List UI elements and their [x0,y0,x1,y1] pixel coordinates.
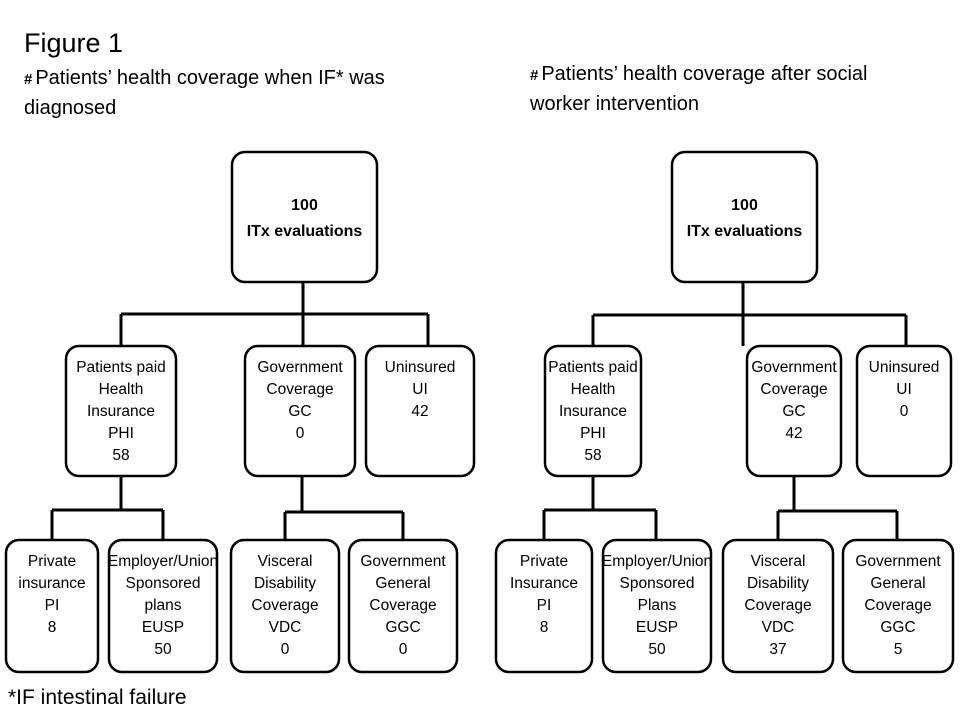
right-ggc-node-box [841,538,955,674]
left-ggc-node-box [347,538,459,674]
left-gc-node-text-line: Coverage [266,381,333,398]
right-vdc-node-text-line: Coverage [744,597,811,614]
right-ui-node-box [855,344,953,478]
right-gc-node-text-line: Government [751,359,837,376]
right-vdc-node-box [721,538,835,674]
right-subtitle-line-1: Patients’ health coverage after social [541,63,868,85]
left-eusp-node-text-line: Sponsored [126,575,201,592]
right-pi-node-text-line: Private [520,553,568,570]
left-gc-node-text-line: 0 [296,425,305,442]
right-gc-node-text-line: 42 [785,425,802,442]
right-eusp-node-text-line: 50 [648,641,666,658]
left-vdc-node-text-line: VDC [269,619,302,636]
left-vdc-node-text-line: Disability [254,575,316,592]
right-ui-node-text-line: Uninsured [869,359,940,376]
left-ui-node-box [364,344,476,478]
left-pi-node-text-line: 8 [48,619,57,636]
right-vdc-node-text-line: Disability [747,575,809,592]
right-eusp-node-box [601,538,713,674]
left-ggc-node-text-line: 0 [399,641,408,658]
right-eusp-node-text-line: Plans [638,597,677,614]
left-phi-node-text-line: Patients paid [76,359,166,376]
left-eusp-node-text-line: EUSP [142,619,184,636]
right-pi-node-text-line: Insurance [510,575,578,592]
left-phi-node-box [64,344,178,478]
left-gc-node-box [243,344,357,478]
left-pi-node-box [4,538,100,674]
right-eusp-node-text-line: Employer/Union [602,553,712,570]
left-ui-node-text-line: UI [412,381,428,398]
left-vdc-node-text-line: Coverage [251,597,318,614]
left-ggc-node-text-line: General [375,575,430,592]
right-phi-node-text-line: PHI [580,425,606,442]
right-eusp-node-text-line: EUSP [636,619,678,636]
right-root-node-text-line: 100 [731,197,758,214]
left-ggc-node-text-line: Coverage [369,597,436,614]
right-ggc-node-text-line: Coverage [864,597,931,614]
footnote: *IF intestinal failure [8,686,187,709]
right-subtitle-line-2: worker intervention [530,93,699,115]
right-pi-node-text-line: 8 [540,619,549,636]
left-gc-node-text-line: Government [257,359,343,376]
right-vdc-node-text-line: VDC [762,619,795,636]
right-phi-node-text-line: Patients paid [548,359,638,376]
left-phi-node-text-line: PHI [108,425,134,442]
left-eusp-node-box [107,538,219,674]
right-root-node-box [670,150,819,284]
left-root-node-box [230,150,379,284]
left-phi-node-text-line: Insurance [87,403,155,420]
left-vdc-node-box [229,538,341,674]
right-ggc-node-text-line: GGC [880,619,915,636]
left-subtitle-line-2: diagnosed [24,97,117,119]
left-vdc-node-text-line: 0 [281,641,290,658]
right-subtitle: #Patients’ health coverage after social … [530,60,867,118]
left-ggc-node-text-line: Government [360,553,446,570]
left-vdc-node-text-line: Visceral [258,553,313,570]
left-phi-node-text-line: Health [99,381,144,398]
right-phi-node-text-line: Insurance [559,403,627,420]
right-phi-node-text-line: Health [571,381,616,398]
left-subtitle: #Patients’ health coverage when IF* was … [24,64,385,122]
left-root-node-text-line: 100 [291,197,318,214]
right-phi-node-box [543,344,643,478]
right-gc-node-text-line: GC [782,403,805,420]
left-subtitle-line-1: Patients’ health coverage when IF* was [35,67,385,89]
hash-symbol: # [530,67,539,84]
left-eusp-node-text-line: 50 [154,641,172,658]
left-eusp-node-text-line: Employer/Union [108,553,218,570]
right-ggc-node-text-line: 5 [894,641,903,658]
right-vdc-node-text-line: 37 [769,641,786,658]
left-root-node-text-line: ITx evaluations [247,223,363,240]
right-gc-node-text-line: Coverage [760,381,827,398]
left-pi-node-text-line: Private [28,553,76,570]
right-ggc-node-text-line: General [870,575,925,592]
right-root-node-text-line: ITx evaluations [687,223,803,240]
right-ggc-node-text-line: Government [855,553,941,570]
left-gc-node-text-line: GC [288,403,311,420]
left-ggc-node-text-line: GGC [385,619,420,636]
right-pi-node-box [494,538,594,674]
right-eusp-node-text-line: Sponsored [620,575,695,592]
figure-title: Figure 1 [24,28,124,58]
left-pi-node-text-line: insurance [18,575,85,592]
right-phi-node-text-line: 58 [584,447,601,464]
right-ui-node-text-line: UI [896,381,912,398]
right-gc-node-box [745,344,843,478]
left-phi-node-text-line: 58 [112,447,129,464]
left-pi-node-text-line: PI [45,597,60,614]
left-ui-node-text-line: Uninsured [385,359,456,376]
left-eusp-node-text-line: plans [144,597,181,614]
right-vdc-node-text-line: Visceral [751,553,806,570]
hash-symbol: # [24,71,33,88]
right-pi-node-text-line: PI [537,597,552,614]
left-ui-node-text-line: 42 [411,403,428,420]
right-ui-node-text-line: 0 [900,403,909,420]
